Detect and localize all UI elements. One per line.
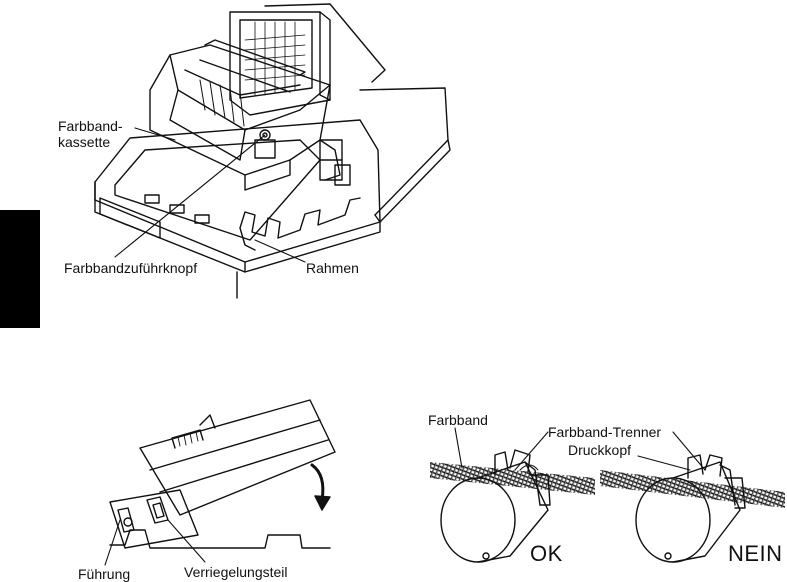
- ribbon-band-nein: [600, 470, 785, 508]
- label-ribbon-feed-knob: Farbbandzuführknopf: [64, 260, 198, 276]
- label-ok: OK: [530, 541, 563, 566]
- leader-lines-top: [114, 127, 306, 263]
- label-frame: Rahmen: [306, 260, 359, 276]
- print-head-ok-drawing: [440, 449, 551, 563]
- leader-lines-bottom-left: [104, 519, 206, 566]
- leader-lines-bottom-right: [454, 427, 706, 471]
- label-ribbon: Farbband: [428, 412, 488, 428]
- locking-detail-drawing: [109, 399, 336, 549]
- ribbon-band-ok: [430, 462, 595, 495]
- print-head-nein-drawing: [635, 454, 746, 563]
- label-guide: Führung: [78, 566, 131, 582]
- chapter-tab-marker: [0, 210, 40, 328]
- label-locking-part: Verriegelungsteil: [184, 564, 288, 580]
- label-ribbon-separator: Farbband-Trenner: [548, 424, 662, 440]
- printer-body-drawing: [94, 3, 451, 299]
- label-ribbon-cartridge: Farbband- kassette: [58, 118, 123, 150]
- label-nein: NEIN: [728, 541, 783, 566]
- label-print-head: Druckkopf: [568, 442, 632, 458]
